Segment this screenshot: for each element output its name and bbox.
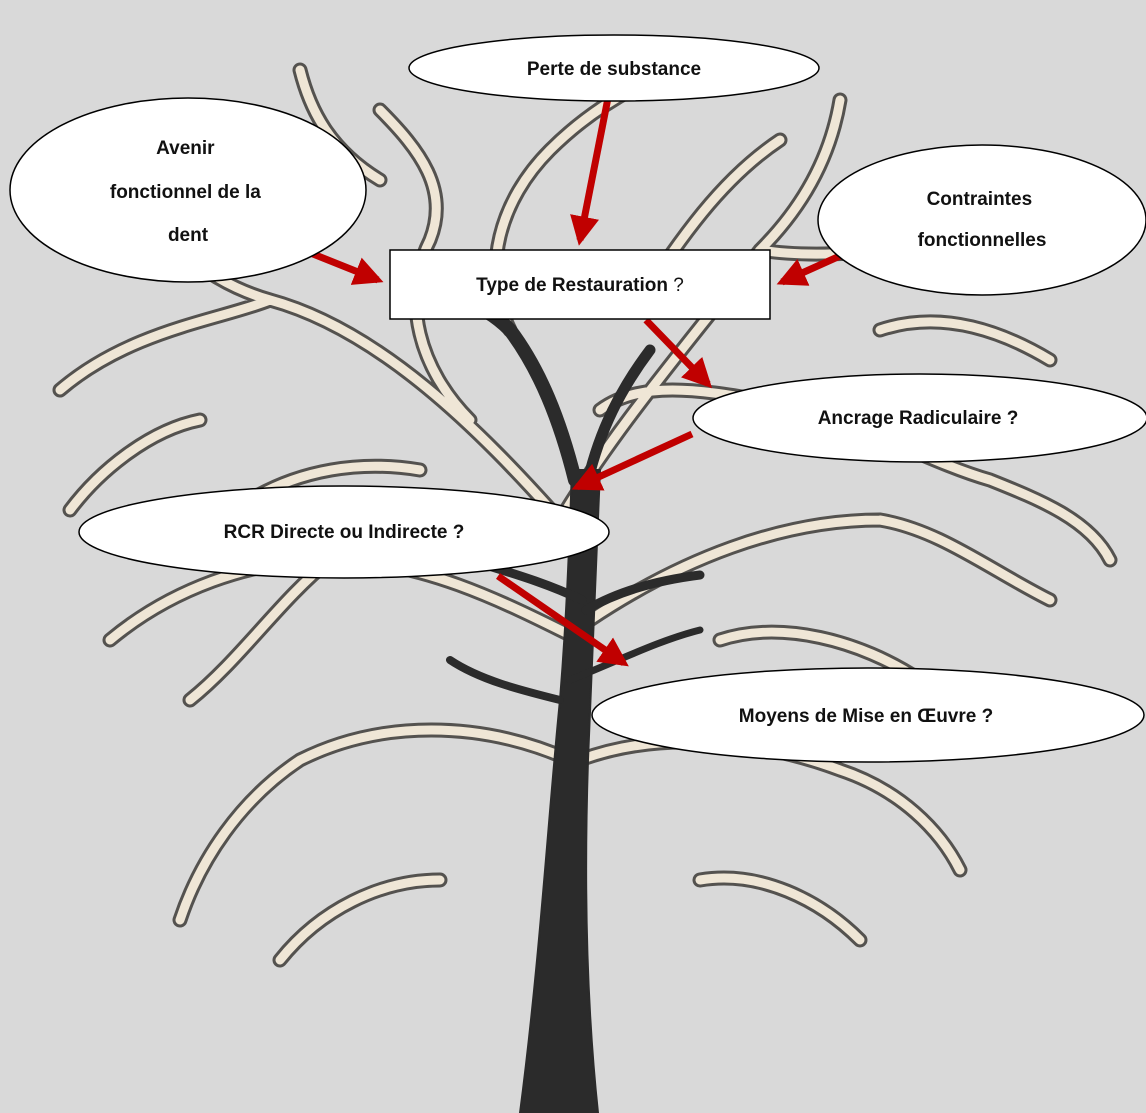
- tree-canopy: [52, 52, 1118, 968]
- arrow-contraintes-to-type: [776, 251, 844, 286]
- node-perte-de-substance: Perte de substance: [408, 34, 820, 102]
- arrow-avenir-to-type: [306, 248, 384, 285]
- arrow-rcr-to-moyens: [496, 573, 629, 667]
- node-rcr-directe-ou-indirecte: RCR Directe ou Indirecte ?: [78, 485, 610, 579]
- node-contraintes-line-2: fonctionnelles: [918, 230, 1047, 251]
- node-avenir-fonctionnel: Avenir fonctionnel de la dent: [9, 97, 367, 283]
- node-moyens-de-mise-en-oeuvre: Moyens de Mise en Œuvre ?: [591, 667, 1145, 763]
- node-avenir-label: Avenir fonctionnel de la dent: [110, 138, 266, 246]
- arrows: [306, 97, 844, 667]
- node-moyens-label: Moyens de Mise en Œuvre ?: [739, 706, 993, 727]
- node-avenir-line-1: Avenir: [156, 138, 215, 159]
- node-type-label: Type de Restauration ?: [476, 275, 684, 296]
- node-type-de-restauration: Type de Restauration ?: [389, 249, 771, 320]
- arrow-type-to-ancrage: [643, 317, 713, 389]
- node-avenir-line-3: dent: [168, 225, 209, 246]
- node-ancrage-radiculaire: Ancrage Radiculaire ?: [692, 373, 1146, 463]
- node-contraintes-line-1: Contraintes: [927, 189, 1033, 210]
- arrow-perte-to-type: [570, 97, 612, 246]
- node-rcr-label: RCR Directe ou Indirecte ?: [224, 522, 465, 543]
- node-ancrage-label: Ancrage Radiculaire ?: [818, 408, 1019, 429]
- node-type-suffix: ?: [668, 275, 684, 296]
- node-contraintes-fonctionnelles: Contraintes fonctionnelles: [817, 144, 1146, 296]
- node-avenir-line-2: fonctionnel de la: [110, 182, 261, 203]
- node-type-main: Type de Restauration: [476, 275, 668, 296]
- arrow-ancrage-to-rcr: [571, 430, 694, 491]
- node-perte-label: Perte de substance: [527, 59, 701, 80]
- node-contraintes-label: Contraintes fonctionnelles: [918, 189, 1047, 251]
